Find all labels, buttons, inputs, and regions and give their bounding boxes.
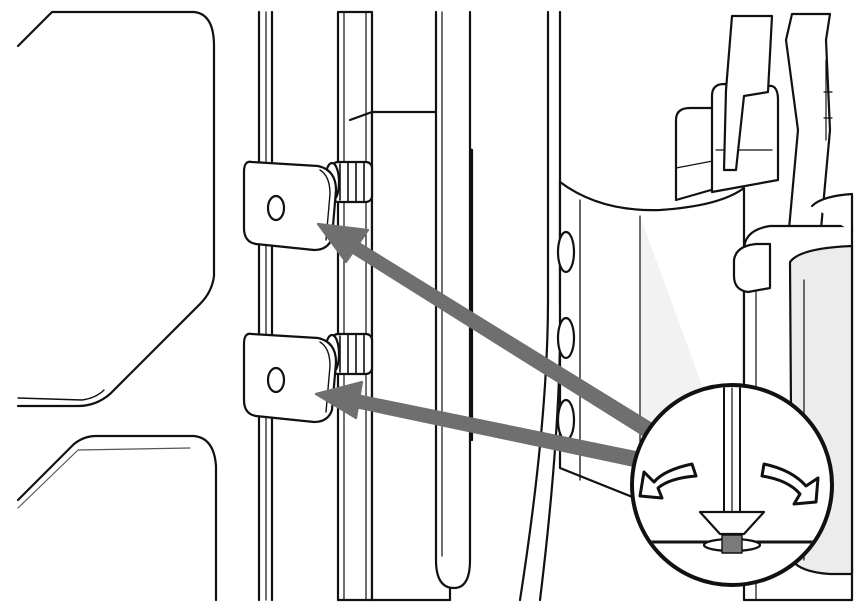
pointer-arrows [314,222,663,467]
screwdriver-icon [723,387,741,513]
clamp-hole-3 [556,398,576,442]
curved-rotate-arrow-right [760,462,820,506]
fork-blade-left [722,14,774,172]
panel-upper-section [16,10,216,408]
clamp-tab-center [710,82,780,194]
left-panel [16,10,218,602]
mounting-strap [518,10,562,602]
vertical-rails [257,10,374,602]
t-nut-lower [242,332,374,424]
slotted-plate [348,10,474,602]
t-nut-block-upper [242,160,338,252]
curved-rotate-arrow-left [638,462,698,500]
clamp-hole-2 [556,316,576,360]
panel-upper-bevel [17,389,105,401]
clamp-hole-1 [556,230,576,274]
panel-lower-bevel [17,447,191,509]
rail-center-post [336,10,374,602]
screw-slot [721,534,743,554]
t-nut-block-lower [242,332,338,424]
arrow-to-lower-nut [314,380,637,467]
t-nut-hole-upper [266,194,286,222]
arrowhead-lower [314,380,364,420]
t-nut-hole-lower [266,366,286,394]
t-nut-upper [242,160,374,252]
countersunk-screw-icon [698,510,766,554]
arrowhead-upper [316,222,370,264]
detail-callout [630,383,834,587]
panel-lower-section [16,434,218,602]
rotation-arrows [638,462,820,506]
